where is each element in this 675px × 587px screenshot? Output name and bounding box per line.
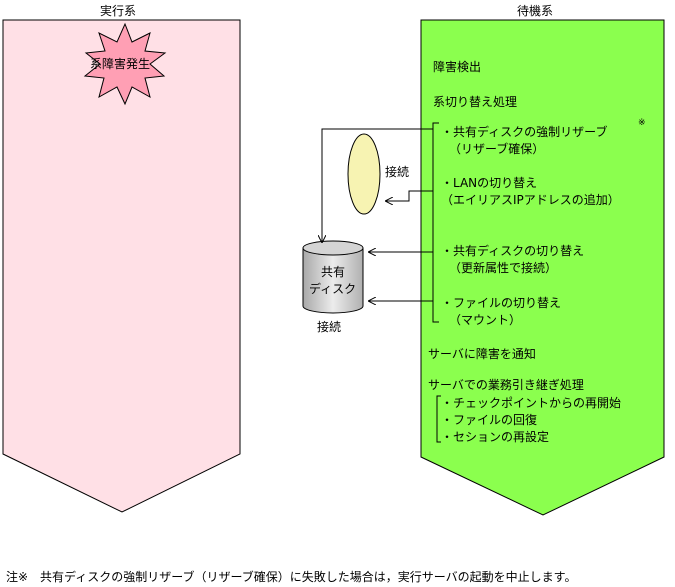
- step-file-sub: （マウント）: [449, 313, 522, 327]
- switch-steps-bracket: [432, 122, 439, 323]
- step-reserve: ・共有ディスクの強制リザーブ: [441, 125, 608, 139]
- standby-system-block: [420, 19, 665, 516]
- lan-connect-label: 接続: [385, 165, 410, 179]
- failure-label: 系障害発生: [90, 57, 151, 71]
- reserve-arrow: [322, 128, 433, 242]
- takeover-steps-bracket: [436, 395, 441, 443]
- step-disk-sub: （更新属性で接続）: [449, 261, 558, 275]
- shared-disk-icon: [302, 248, 364, 314]
- step-switch: 系切り替え処理: [433, 95, 518, 109]
- step-lan-sub: （エイリアスIPアドレスの追加）: [441, 193, 620, 207]
- step-session: ・セションの再設定: [441, 430, 550, 444]
- active-system-block: [2, 19, 241, 513]
- footnote: 注※ 共有ディスクの強制リザーブ（リザーブ確保）に失敗した場合は，実行サーバの起…: [6, 570, 577, 584]
- standby-system-label: 待機系: [517, 4, 554, 18]
- step-recovery: ・ファイルの回復: [441, 413, 538, 427]
- lan-switch-arrow: [386, 190, 433, 201]
- step-file: ・ファイルの切り替え: [441, 296, 562, 310]
- step-checkpoint: ・チェックポイントからの再開始: [441, 396, 622, 410]
- active-system-label: 実行系: [100, 4, 137, 18]
- step-disk: ・共有ディスクの切り替え: [441, 244, 585, 258]
- step-detect: 障害検出: [433, 60, 482, 74]
- failure-burst-icon: [83, 22, 167, 106]
- step-reserve-sub: （リザーブ確保）: [449, 142, 545, 156]
- step-takeover: サーバでの業務引き継ぎ処理: [428, 378, 584, 392]
- step-lan: ・LANの切り替え: [441, 176, 538, 190]
- disk-connect-label: 接続: [317, 320, 342, 334]
- shared-disk-top: [302, 240, 364, 256]
- step-notify: サーバに障害を通知: [428, 347, 536, 361]
- step-reserve-mark: ※: [638, 118, 646, 128]
- disk-label-line1: 共有: [321, 265, 346, 279]
- disk-label-line2: ディスク: [309, 282, 357, 296]
- lan-ellipse-icon: [347, 133, 381, 215]
